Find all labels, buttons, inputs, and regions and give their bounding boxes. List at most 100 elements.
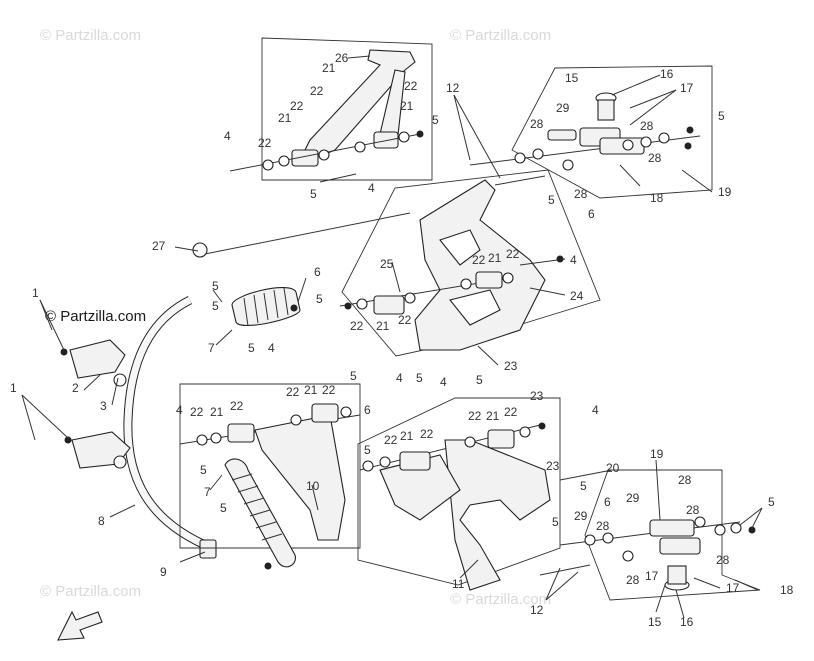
callout-5: 5 [548,193,555,207]
callout-5: 5 [364,443,371,457]
watermark-bottom-left: © Partzilla.com [40,583,141,600]
callout-9: 9 [160,565,167,579]
callout-22: 22 [286,385,300,399]
callout-5: 5 [212,299,219,313]
callout-21: 21 [278,111,292,125]
callout-16: 16 [680,615,694,629]
callout-4: 4 [396,371,403,385]
lower-arm-left-group [179,383,361,549]
callout-4: 4 [592,403,599,417]
callout-6: 6 [588,207,595,221]
callout-5: 5 [432,113,439,127]
top-right-bracket-group [469,65,713,199]
callout-22: 22 [230,399,244,413]
callout-23: 23 [546,459,560,473]
lower-shock-group [224,458,296,570]
callout-4: 4 [176,403,183,417]
callout-22: 22 [504,405,518,419]
callout-17: 17 [726,581,740,595]
callout-19: 19 [718,185,732,199]
callout-7: 7 [208,341,215,355]
callout-18: 18 [780,583,794,597]
callout-22: 22 [258,136,272,150]
leader-lines [21,55,763,619]
callout-12: 12 [446,81,460,95]
callout-5: 5 [248,341,255,355]
callout-6: 6 [314,265,321,279]
callout-4: 4 [268,341,275,355]
callout-28: 28 [678,473,692,487]
callout-4: 4 [368,181,375,195]
callout-4: 4 [440,375,447,389]
callout-22: 22 [310,84,324,98]
callout-28: 28 [596,519,610,533]
callout-21: 21 [400,429,414,443]
callout-10: 10 [306,479,320,493]
callout-25: 25 [380,257,394,271]
callout-5: 5 [212,279,219,293]
upper-arm-group [229,37,433,183]
callout-6: 6 [604,495,611,509]
callout-29: 29 [574,509,588,523]
callout-21: 21 [400,99,414,113]
callout-5: 5 [350,369,357,383]
callout-26: 26 [335,51,349,65]
callout-22: 22 [322,383,336,397]
callout-5: 5 [200,463,207,477]
callout-2: 2 [72,381,79,395]
lower-frame-group [357,397,561,591]
callout-22: 22 [404,79,418,93]
callout-11: 11 [452,577,465,591]
callout-5: 5 [718,109,725,123]
callout-28: 28 [716,553,730,567]
callout-1: 1 [32,286,39,300]
callout-20: 20 [606,461,620,475]
callout-15: 15 [565,71,579,85]
callout-17: 17 [645,569,659,583]
callout-8: 8 [98,514,105,528]
callout-22: 22 [190,405,204,419]
watermark-top-left: © Partzilla.com [40,27,141,44]
callout-7: 7 [204,485,211,499]
callout-1: 1 [10,381,17,395]
callout-27: 27 [152,239,166,253]
callout-6: 6 [364,403,371,417]
callout-24: 24 [570,289,584,303]
callout-21: 21 [304,383,318,397]
callout-21: 21 [210,405,224,419]
callout-5: 5 [316,292,323,306]
callout-22: 22 [472,253,486,267]
callout-16: 16 [660,67,674,81]
callout-22: 22 [420,427,434,441]
callout-19: 19 [650,447,664,461]
callout-28: 28 [626,573,640,587]
callout-21: 21 [488,251,502,265]
callout-4: 4 [570,253,577,267]
callout-5: 5 [310,187,317,201]
callout-5: 5 [220,501,227,515]
callout-5: 5 [552,515,559,529]
callout-28: 28 [686,503,700,517]
callout-12: 12 [530,603,544,617]
callout-21: 21 [486,409,500,423]
callout-5: 5 [580,479,587,493]
callout-5: 5 [416,371,423,385]
callout-3: 3 [100,399,107,413]
callout-23: 23 [530,389,544,403]
copyright-label: © Partzilla.com [45,308,146,325]
callout-21: 21 [376,319,390,333]
stabilizer-bar-group [60,295,217,559]
callout-22: 22 [290,99,304,113]
callout-29: 29 [556,101,570,115]
callout-18: 18 [650,191,664,205]
callout-5: 5 [476,373,483,387]
front-direction-arrow-icon [57,610,103,641]
watermark-bottom-right: © Partzilla.com [450,591,551,608]
callout-28: 28 [648,151,662,165]
callout-22: 22 [398,313,412,327]
callout-15: 15 [648,615,662,629]
callout-22: 22 [384,433,398,447]
callout-5: 5 [768,495,775,509]
callout-21: 21 [322,61,336,75]
